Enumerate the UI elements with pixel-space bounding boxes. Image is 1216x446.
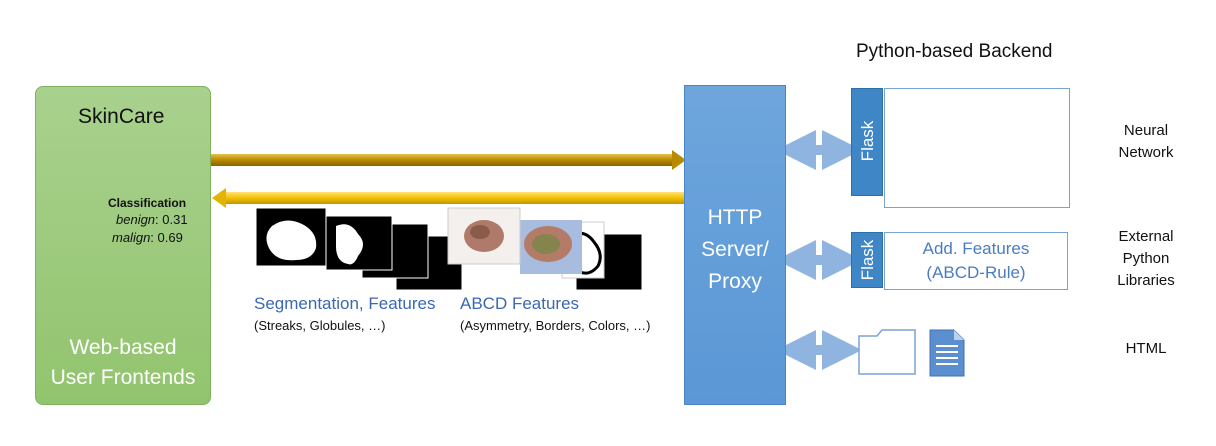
flask-tab-nn: Flask (851, 88, 883, 196)
segmentation-subcaption: (Streaks, Globules, …) (254, 318, 386, 333)
frontend-label-line2: User Frontends (50, 366, 196, 389)
server-label-line1: HTTP (707, 206, 763, 229)
benign-probability: benign: 0.31 (116, 212, 188, 227)
folder-icon (858, 329, 916, 375)
nn-label-line1: Neural (1123, 122, 1169, 139)
neural-network-box (884, 88, 1070, 208)
malign-label: malign (112, 230, 151, 245)
frontend-panel (35, 86, 211, 405)
ext-label-line3: Libraries (1117, 272, 1175, 289)
flask-label-nn: Flask (858, 120, 877, 162)
abcd-caption: ABCD Features (460, 294, 580, 313)
features-line2: (ABCD-Rule) (926, 263, 1026, 282)
features-box: Add. Features (ABCD-Rule) (884, 232, 1068, 290)
classification-title: Classification (108, 196, 187, 210)
features-line1: Add. Features (922, 239, 1030, 258)
malign-value: : 0.69 (150, 230, 183, 245)
segmentation-caption: Segmentation, Features (254, 294, 436, 313)
malign-probability: malign: 0.69 (112, 230, 183, 245)
flask-tab-features: Flask (851, 232, 883, 288)
server-label: HTTP Server/ Proxy (684, 202, 786, 298)
nn-label: Neural Network (1100, 120, 1192, 164)
abcd-images (447, 207, 643, 291)
ext-label-line1: External (1118, 228, 1174, 245)
frontend-label: Web-based User Frontends (35, 333, 211, 393)
server-label-line3: Proxy (708, 270, 762, 293)
http-server-panel (684, 85, 786, 405)
frontend-label-line1: Web-based (69, 336, 177, 359)
backend-title: Python-based Backend (856, 41, 1053, 62)
server-label-line2: Server/ (701, 238, 769, 261)
response-arrow (212, 188, 684, 208)
benign-label: benign (116, 212, 156, 227)
abcd-subcaption: (Asymmetry, Borders, Colors, …) (460, 318, 651, 333)
document-icon (929, 329, 965, 377)
app-name: SkinCare (78, 105, 165, 128)
html-label: HTML (1125, 340, 1167, 357)
nn-label-line2: Network (1118, 144, 1174, 161)
ext-label-line2: Python (1122, 250, 1170, 267)
external-libs-label: External Python Libraries (1100, 226, 1192, 292)
segmentation-masks (255, 207, 463, 291)
benign-value: : 0.31 (155, 212, 188, 227)
request-arrow (180, 150, 686, 170)
flask-label-features: Flask (858, 239, 877, 281)
